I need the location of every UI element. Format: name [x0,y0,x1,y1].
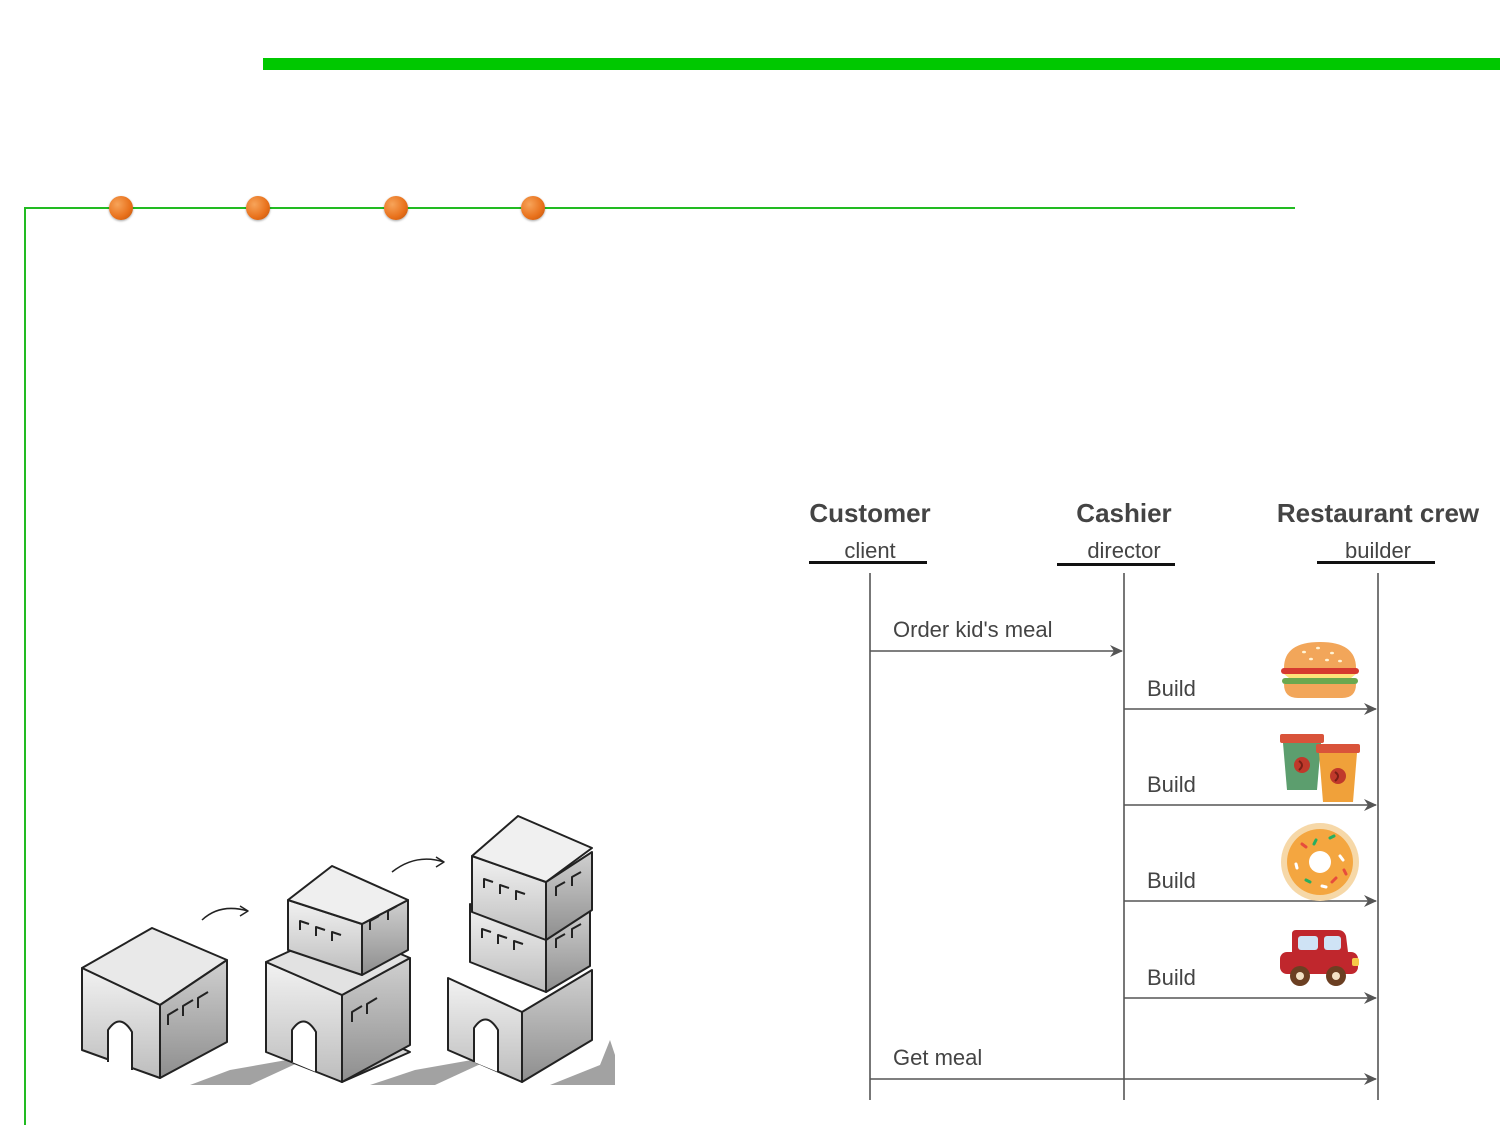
message-label: Build [1147,676,1196,701]
frame-top-line [24,207,1295,209]
actor-cashier-name: Cashier [1076,498,1172,528]
timeline-dot [109,196,133,220]
actor-cashier-underline [1057,563,1175,566]
message-label: Build [1147,772,1196,797]
actor-crew-role: builder [1344,538,1412,563]
timeline-dot [384,196,408,220]
actor-crew-name: Restaurant crew [1276,498,1480,528]
header-accent-bar [263,58,1500,70]
message-label: Build [1147,868,1196,893]
message-label: Get meal [893,1045,983,1070]
donut-icon [1281,823,1359,901]
actor-customer-underline [809,561,927,564]
building-stages-illustration [81,815,615,1085]
burger-icon [1281,642,1359,698]
message-label: Build [1147,965,1196,990]
frame-left-line [24,207,26,1125]
actor-cashier-role: director [1087,538,1161,563]
actor-customer-role: client [844,538,896,563]
actor-customer-name: Customer [809,498,931,528]
timeline-dot [521,196,545,220]
message-label: Order kid's meal [893,617,1053,642]
drinks-icon [1280,734,1360,802]
timeline-dot [246,196,270,220]
toy-car-icon [1280,930,1359,986]
actor-crew-underline [1317,561,1435,564]
